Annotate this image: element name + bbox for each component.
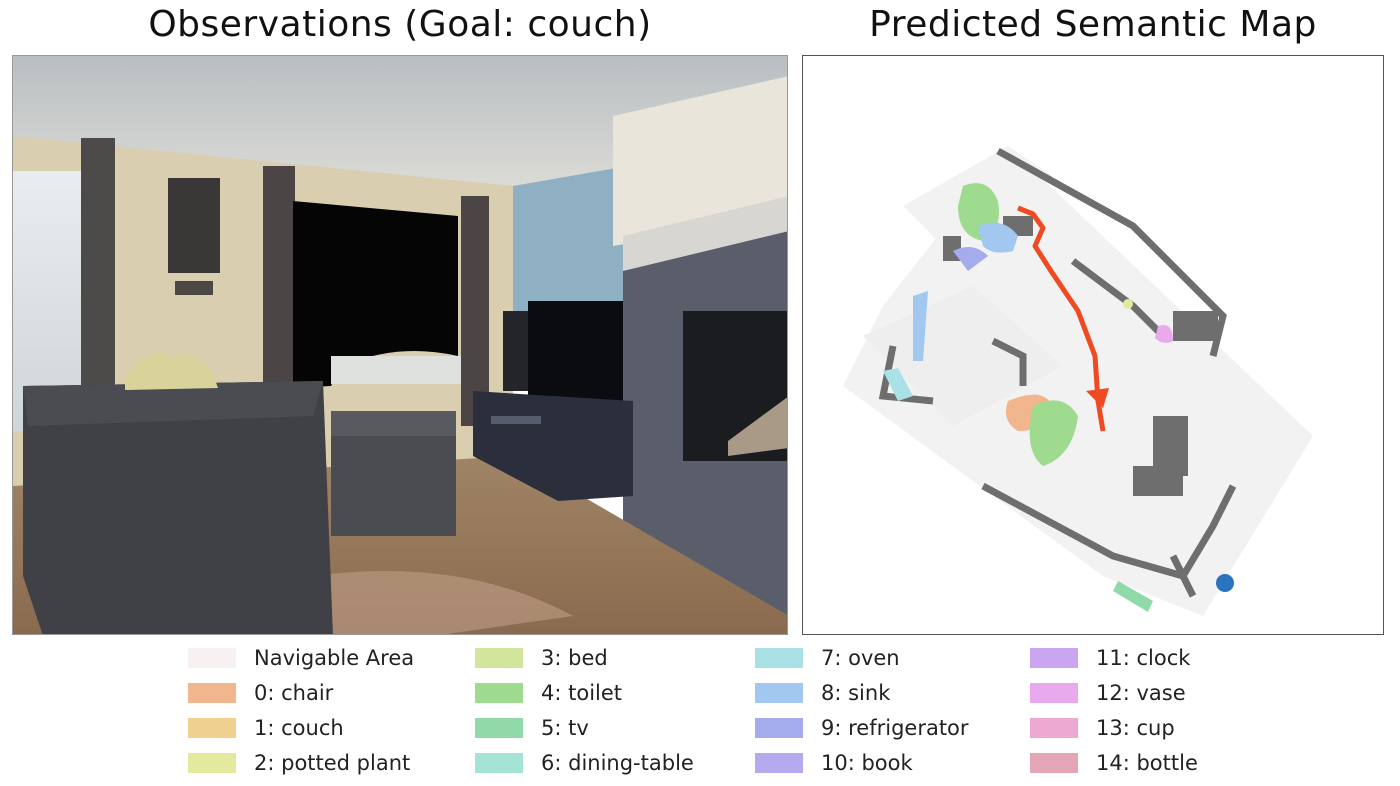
legend-label: 3: bed — [541, 646, 608, 670]
legend-swatch — [188, 718, 236, 738]
legend-swatch — [755, 648, 803, 668]
legend-item: 4: toilet — [475, 681, 622, 705]
agent-position-marker — [1216, 574, 1234, 592]
agent-trajectory — [1017, 205, 1106, 432]
potted-plant-marker — [1123, 299, 1133, 309]
legend-swatch — [755, 718, 803, 738]
observations-title: Observations (Goal: couch) — [148, 4, 652, 45]
legend-item: 14: bottle — [1030, 751, 1198, 775]
legend-label: 11: clock — [1096, 646, 1191, 670]
legend-label: Navigable Area — [254, 646, 415, 670]
legend-swatch — [1030, 683, 1078, 703]
legend-swatch — [188, 683, 236, 703]
legend-swatch — [475, 753, 523, 773]
legend-label: 14: bottle — [1096, 751, 1198, 775]
legend-item: 10: book — [755, 751, 913, 775]
legend-item: Navigable Area — [188, 646, 414, 670]
legend-swatch — [475, 718, 523, 738]
tv-region — [1113, 581, 1153, 612]
navigable-area — [843, 146, 1313, 616]
legend-swatch — [188, 753, 236, 773]
refrigerator-region — [953, 247, 988, 271]
semantic-map — [802, 55, 1384, 635]
legend-item: 9: refrigerator — [755, 716, 969, 740]
map-title: Predicted Semantic Map — [869, 4, 1317, 45]
legend-item: 7: oven — [755, 646, 900, 670]
legend-swatch — [1030, 753, 1078, 773]
legend-item: 5: tv — [475, 716, 589, 740]
legend-item: 8: sink — [755, 681, 890, 705]
legend-swatch — [755, 683, 803, 703]
legend-item: 0: chair — [188, 681, 333, 705]
legend-swatch — [1030, 718, 1078, 738]
legend-label: 13: cup — [1096, 716, 1175, 740]
sink-region-2 — [913, 291, 928, 361]
legend-item: 3: bed — [475, 646, 608, 670]
oven-region — [883, 368, 913, 401]
legend-swatch — [475, 683, 523, 703]
legend-swatch — [475, 648, 523, 668]
legend-label: 10: book — [821, 751, 913, 775]
legend-item: 6: dining-table — [475, 751, 694, 775]
legend-item: 2: potted plant — [188, 751, 410, 775]
legend-label: 5: tv — [541, 716, 589, 740]
vase-region — [1155, 325, 1173, 343]
legend-label: 1: couch — [254, 716, 344, 740]
legend-item: 1: couch — [188, 716, 344, 740]
legend-label: 6: dining-table — [541, 751, 694, 775]
legend-item: 12: vase — [1030, 681, 1186, 705]
legend-label: 0: chair — [254, 681, 334, 705]
legend-swatch — [755, 753, 803, 773]
legend-label: 4: toilet — [541, 681, 623, 705]
legend-swatch — [1030, 648, 1078, 668]
legend-label: 9: refrigerator — [821, 716, 969, 740]
legend: Navigable Area 0: chair 1: couch 2: potted … — [0, 646, 1400, 786]
semantic-map-canvas — [843, 146, 1313, 616]
legend-swatch — [188, 648, 236, 668]
trajectory-arrowhead — [1086, 388, 1109, 408]
legend-label: 8: sink — [821, 681, 891, 705]
legend-label: 7: oven — [821, 646, 900, 670]
legend-item: 13: cup — [1030, 716, 1175, 740]
legend-label: 2: potted plant — [254, 751, 411, 775]
sink-region — [978, 222, 1018, 253]
legend-item: 11: clock — [1030, 646, 1190, 670]
legend-label: 12: vase — [1096, 681, 1186, 705]
observation-view — [12, 55, 788, 635]
observation-image — [13, 56, 787, 634]
toilet-region-2 — [1029, 400, 1078, 466]
